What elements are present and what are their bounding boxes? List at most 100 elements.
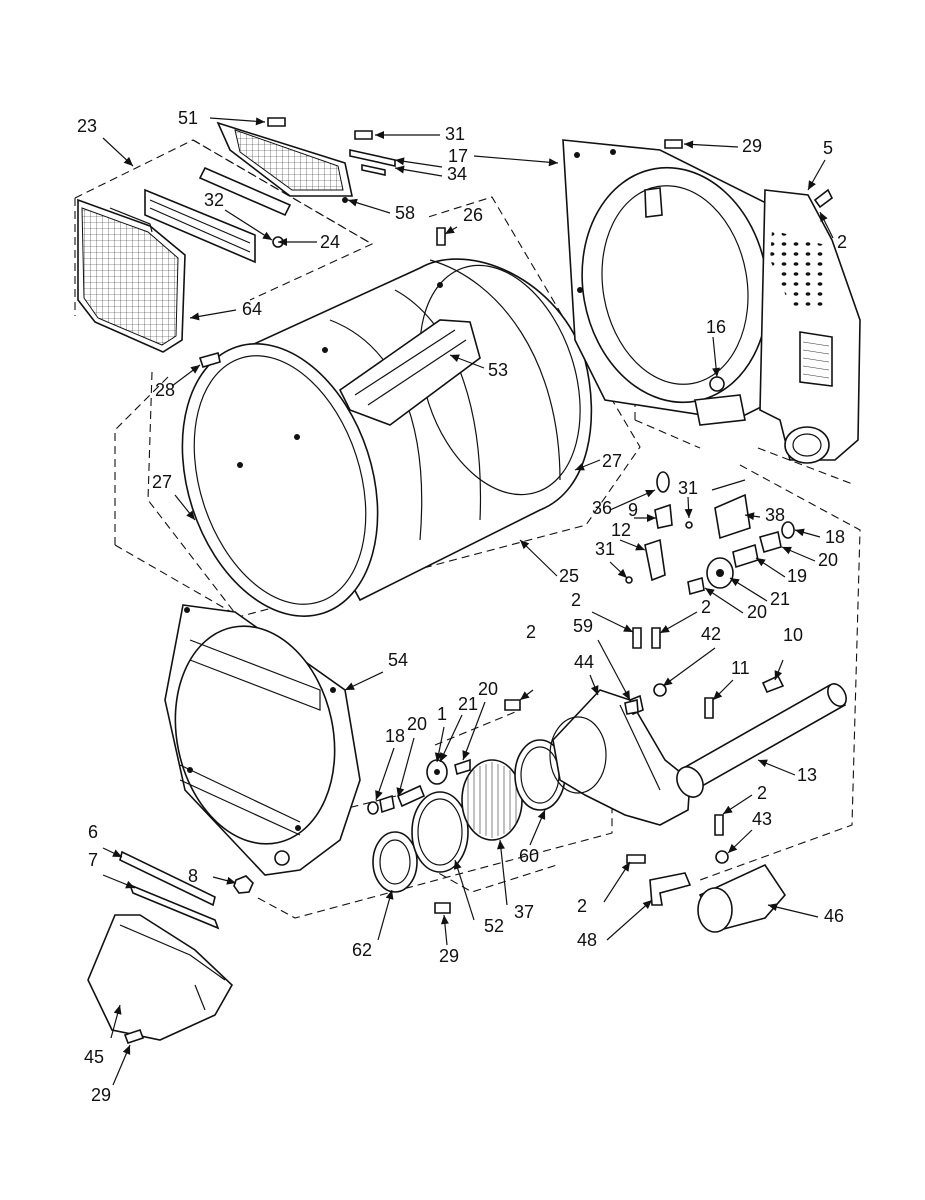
callout-9: 9 <box>628 500 638 520</box>
leader-arrowhead <box>723 805 733 814</box>
callout-48: 48 <box>577 930 597 950</box>
callout-16: 16 <box>706 317 726 337</box>
callout-5: 5 <box>823 138 833 158</box>
callout-11: 11 <box>731 658 750 678</box>
callout-6: 6 <box>88 822 98 842</box>
callout-20: 20 <box>818 550 838 570</box>
leader-arrowhead <box>385 890 394 900</box>
callout-29-c: 29 <box>91 1085 111 1105</box>
rear-panel-part <box>562 139 791 426</box>
callout-20-d: 20 <box>407 714 427 734</box>
callout-37: 37 <box>514 902 534 922</box>
leader-line <box>397 737 415 798</box>
callout-60: 60 <box>519 846 539 866</box>
callout-38: 38 <box>765 505 785 525</box>
leader-arrowhead <box>445 226 455 234</box>
clip-part <box>349 149 396 176</box>
leader-arrowhead <box>190 365 200 374</box>
leader-arrowhead <box>548 158 558 167</box>
callout-12: 12 <box>611 520 631 540</box>
leader-arrowhead <box>396 787 405 797</box>
callout-18: 18 <box>825 527 845 547</box>
leader-arrowhead <box>730 578 740 587</box>
bracket-part <box>649 872 692 906</box>
leader-arrowhead <box>462 750 470 760</box>
heater-duct-part <box>759 189 861 464</box>
callout-13: 13 <box>797 765 817 785</box>
leader-arrowhead <box>375 790 383 800</box>
leader-line <box>209 117 266 123</box>
filter-group-outline <box>74 139 374 316</box>
leader-arrowhead <box>575 462 585 471</box>
leader-arrowhead <box>375 131 384 139</box>
callout-64: 64 <box>242 299 262 319</box>
leader-arrowhead <box>795 528 805 537</box>
callout-2-f: 2 <box>577 896 587 916</box>
callout-54: 54 <box>388 650 408 670</box>
callout-43: 43 <box>752 809 772 829</box>
seal-strip-part <box>119 850 220 930</box>
callout-34: 34 <box>447 164 467 184</box>
exhaust-tube-part <box>676 683 847 798</box>
callout-46: 46 <box>824 906 844 926</box>
callout-27-right: 27 <box>602 451 622 471</box>
callout-28: 28 <box>155 380 175 400</box>
leader-arrowhead <box>520 691 530 700</box>
callout-44: 44 <box>574 652 594 672</box>
lint-duct-part <box>87 914 234 1041</box>
leader-arrowhead <box>278 238 287 246</box>
leader-arrowhead <box>496 840 505 850</box>
leader-arrowhead <box>622 690 630 700</box>
leader-line <box>499 839 508 906</box>
callout-21-b: 21 <box>458 694 478 714</box>
leader-line <box>683 143 739 148</box>
leader-arrowhead <box>660 625 670 633</box>
leader-arrowhead <box>262 231 272 240</box>
callout-26: 26 <box>463 205 483 225</box>
leader-arrowhead <box>453 860 462 870</box>
lint-grille-part <box>216 121 353 203</box>
leader-arrowhead <box>623 624 633 632</box>
callout-2-c: 2 <box>701 597 711 617</box>
callout-24: 24 <box>320 232 340 252</box>
misc-fastener-parts <box>624 674 785 864</box>
callout-labels: 51 23 31 17 29 5 34 32 58 2 26 24 64 16 … <box>77 108 847 1105</box>
leader-arrowhead <box>520 540 530 550</box>
leader-arrowhead <box>713 690 723 700</box>
leader-arrowhead <box>782 546 792 555</box>
leader-line <box>224 209 273 241</box>
callout-58: 58 <box>395 203 415 223</box>
leader-arrowhead <box>768 903 778 911</box>
callout-31-c: 31 <box>595 539 615 559</box>
callout-23: 23 <box>77 116 97 136</box>
leader-arrowhead <box>635 542 645 551</box>
lint-screen-part <box>77 198 186 353</box>
leader-arrowhead <box>112 849 122 857</box>
leader-line <box>462 701 486 761</box>
leader-arrowhead <box>642 900 652 909</box>
callout-29-b: 29 <box>439 946 459 966</box>
leader-arrowhead <box>122 1045 131 1055</box>
leader-arrowhead <box>645 490 655 498</box>
callout-53: 53 <box>488 360 508 380</box>
leader-arrowhead <box>684 140 694 149</box>
leader-arrowhead <box>348 198 358 207</box>
leader-arrowhead <box>255 117 265 126</box>
leader-arrowhead <box>125 880 135 889</box>
callout-19: 19 <box>787 566 807 586</box>
leader-arrowhead <box>758 759 768 768</box>
callout-1: 1 <box>437 704 447 724</box>
leader-arrowhead <box>663 677 673 686</box>
leader-arrowhead <box>617 568 627 578</box>
front-frame-outline <box>114 374 241 618</box>
leader-line <box>662 647 716 687</box>
drum-part <box>181 258 593 617</box>
callout-7: 7 <box>88 850 98 870</box>
leader-arrowhead <box>186 510 195 520</box>
screw-parts <box>123 117 834 1045</box>
callout-8: 8 <box>188 866 198 886</box>
callout-2: 2 <box>837 232 847 252</box>
callout-10: 10 <box>783 625 803 645</box>
leader-arrowhead <box>647 514 656 522</box>
